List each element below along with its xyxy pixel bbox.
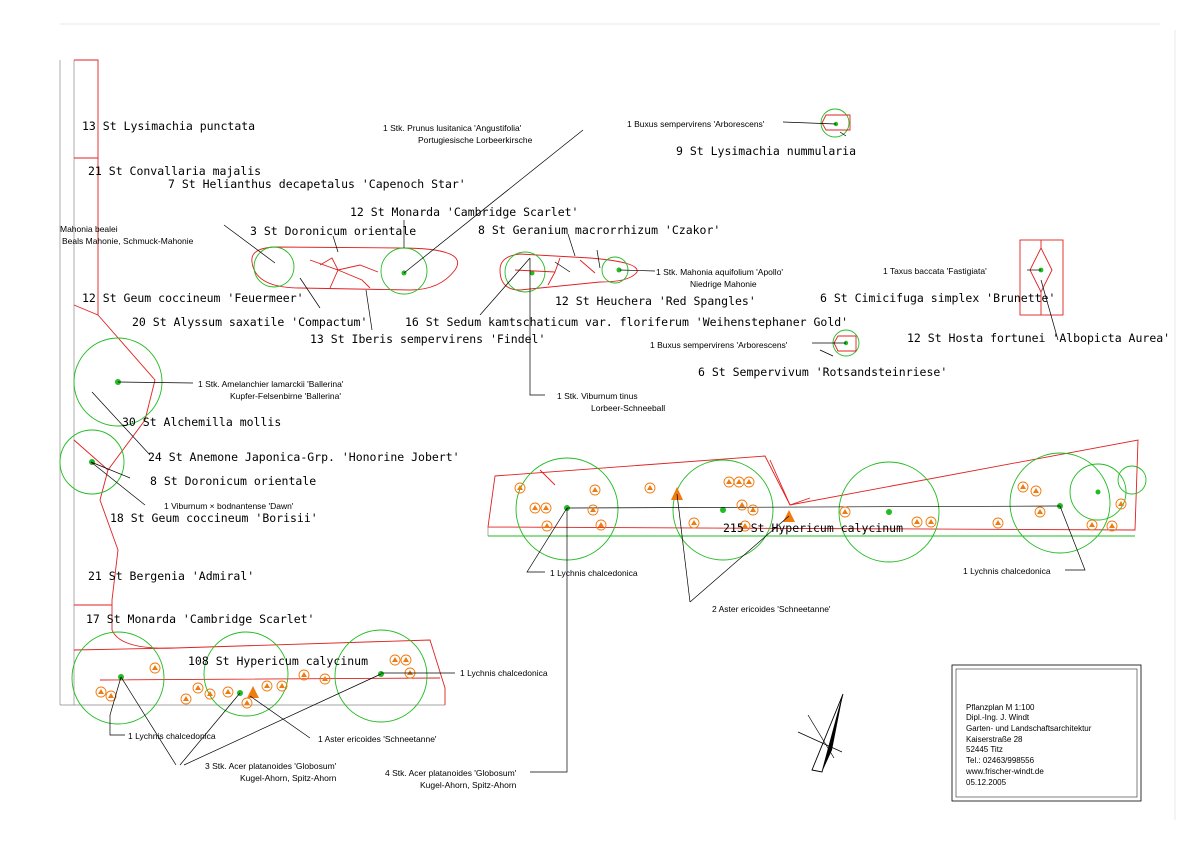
acer-canopy-6 (838, 461, 940, 563)
amelanchier-canopy (73, 337, 163, 427)
aster-symbol (247, 686, 259, 698)
label-geum-feuermeer: 12 St Geum coccineum 'Feuermeer' (82, 291, 304, 305)
leader-lines (90, 121, 1086, 773)
label-bergenia: 21 St Bergenia 'Admiral' (88, 569, 254, 583)
label-prunus: 1 Stk. Prunus lusitanica 'Angustifolia' … (383, 123, 533, 145)
title-street: Kaiserstraße 28 (966, 735, 1023, 744)
label-acer-4: 4 Stk. Acer platanoides 'Globosum' Kugel… (385, 768, 517, 790)
title-phone: Tel.: 02463/998556 (966, 756, 1035, 765)
label-anemone: 24 St Anemone Japonica-Grp. 'Honorine Jo… (148, 450, 460, 464)
label-iberis: 13 St Iberis sempervirens 'Findel' (310, 332, 545, 346)
svg-text:1 Stk. Prunus lusitanica 'An: 1 Stk. Prunus lusitanica 'Angustifolia' (383, 123, 522, 133)
acer-canopy-7 (1009, 452, 1111, 554)
label-doronicum-1: 3 St Doronicum orientale (250, 224, 416, 238)
label-taxus: 1 Taxus baccata 'Fastigiata' (883, 266, 987, 276)
lychnis-canopy (1069, 463, 1127, 521)
viburnum-canopy (59, 429, 125, 495)
svg-text:Kupfer-Felsenbirne 'Ballerina': Kupfer-Felsenbirne 'Ballerina' (230, 391, 341, 401)
label-hypericum-1: 108 St Hypericum calycinum (188, 654, 368, 668)
title-block-text: Pflanzplan M 1:100 Dipl.-Ing. J. Windt G… (965, 703, 1092, 787)
svg-text:Portugiesische Lorbeerkirsche: Portugiesische Lorbeerkirsche (418, 135, 533, 145)
label-lysimachia-punctata: 13 St Lysimachia punctata (82, 119, 255, 133)
label-monarda-2: 17 St Monarda 'Cambridge Scarlet' (86, 612, 314, 626)
label-sempervivum: 6 St Sempervivum 'Rotsandsteinriese' (698, 365, 947, 379)
label-lysimachia-nummularia: 9 St Lysimachia nummularia (676, 144, 856, 158)
title-city: 52445 Titz (966, 745, 1003, 754)
label-sedum: 16 St Sedum kamtschaticum var. floriferu… (405, 315, 848, 329)
label-amelanchier: 1 Stk. Amelanchier lamarckii 'Ballerina'… (198, 379, 344, 401)
acer-canopy-2 (203, 631, 289, 717)
label-buxus-1: 1 Buxus sempervirens 'Arborescens' (627, 119, 765, 129)
title-date: 05.12.2005 (966, 778, 1007, 787)
aster-symbol-1 (671, 487, 683, 500)
hypericum-symbols-right (514, 476, 1127, 532)
label-aster-1: 1 Aster ericoides 'Schneetanne' (318, 734, 437, 744)
acer-canopy-1 (71, 631, 165, 725)
svg-text:4 Stk. Acer platanoides 'Glo: 4 Stk. Acer platanoides 'Globosum' (385, 768, 517, 778)
label-heuchera: 12 St Heuchera 'Red Spangles' (555, 294, 756, 308)
svg-text:Kugel-Ahorn, Spitz-Ahorn: Kugel-Ahorn, Spitz-Ahorn (240, 773, 337, 783)
label-lychnis-1: 1 Lychnis chalcedonica (460, 668, 548, 678)
label-alyssum: 20 St Alyssum saxatile 'Compactum' (132, 315, 367, 329)
label-lychnis-2: 1 Lychnis chalcedonica (128, 731, 216, 741)
title-plan-scale: Pflanzplan M 1:100 (966, 703, 1035, 712)
label-acer-3: 3 Stk. Acer platanoides 'Globosum' Kugel… (205, 761, 337, 783)
title-author: Dipl.-Ing. J. Windt (966, 713, 1030, 722)
svg-text:Beals Mahonie, Schmuck-Mahonie: Beals Mahonie, Schmuck-Mahonie (62, 236, 194, 246)
svg-text:Niedrige Mahonie: Niedrige Mahonie (690, 279, 757, 289)
label-mahonia-bealei: Mahonia bealei Beals Mahonie, Schmuck-Ma… (60, 224, 194, 246)
title-profession: Garten- und Landschaftsarchitektur (966, 724, 1092, 733)
svg-text:Lorbeer-Schneeball: Lorbeer-Schneeball (591, 403, 665, 413)
svg-text:Kugel-Ahorn, Spitz-Ahorn: Kugel-Ahorn, Spitz-Ahorn (420, 780, 517, 790)
label-viburnum-bodnantense: 1 Viburnum × bodnantense 'Dawn' (164, 501, 294, 511)
acer-canopy-5 (672, 459, 774, 561)
label-aster-2: 2 Aster ericoides 'Schneetanne' (712, 604, 831, 614)
oval-bed-2 (499, 251, 638, 293)
svg-text:Mahonia bealei: Mahonia bealei (60, 224, 118, 234)
svg-text:1 Stk. Amelanchier lamarckii: 1 Stk. Amelanchier lamarckii 'Ballerina' (198, 379, 344, 389)
label-lychnis-3: 1 Lychnis chalcedonica (550, 568, 638, 578)
label-geum-borisii: 18 St Geum coccineum 'Borisii' (110, 511, 318, 525)
label-hypericum-2: 215 St Hypericum calycinum (723, 521, 903, 535)
title-block (951, 664, 1142, 802)
svg-text:3 Stk. Acer platanoides 'Glo: 3 Stk. Acer platanoides 'Globosum' (205, 761, 337, 771)
label-monarda-1: 12 St Monarda 'Cambridge Scarlet' (350, 205, 578, 219)
title-website: www.frischer-windt.de (965, 767, 1044, 776)
label-mahonia-aquifolium: 1 Stk. Mahonia aquifolium 'Apollo' Niedr… (656, 267, 783, 289)
north-arrow (797, 693, 844, 773)
svg-text:1 Stk. Viburnum tinus: 1 Stk. Viburnum tinus (557, 391, 638, 401)
right-bed (487, 439, 1147, 563)
hypericum-symbols-left (95, 654, 416, 709)
label-hosta: 12 St Hosta fortunei 'Albopicta Aurea' (907, 331, 1170, 345)
svg-text:1 Stk. Mahonia aquifolium 'A: 1 Stk. Mahonia aquifolium 'Apollo' (656, 267, 783, 277)
buxus-top (820, 108, 851, 138)
taxus-bed (1019, 239, 1064, 316)
label-helianthus: 7 St Helianthus decapetalus 'Capenoch St… (168, 177, 466, 191)
label-buxus-2: 1 Buxus sempervirens 'Arborescens' (650, 340, 788, 350)
oval-bed-1 (251, 246, 459, 295)
label-convallaria: 21 St Convallaria majalis (88, 164, 261, 178)
acer-canopy-3 (334, 629, 428, 723)
label-alchemilla: 30 St Alchemilla mollis (122, 415, 281, 429)
label-cimicifuga: 6 St Cimicifuga simplex 'Brunette' (820, 291, 1055, 305)
label-geranium: 8 St Geranium macrorrhizum 'Czakor' (478, 223, 720, 237)
label-doronicum-2: 8 St Doronicum orientale (150, 474, 316, 488)
label-lychnis-4: 1 Lychnis chalcedonica (963, 566, 1051, 576)
label-viburnum-tinus: 1 Stk. Viburnum tinus Lorbeer-Schneeball (557, 391, 665, 413)
